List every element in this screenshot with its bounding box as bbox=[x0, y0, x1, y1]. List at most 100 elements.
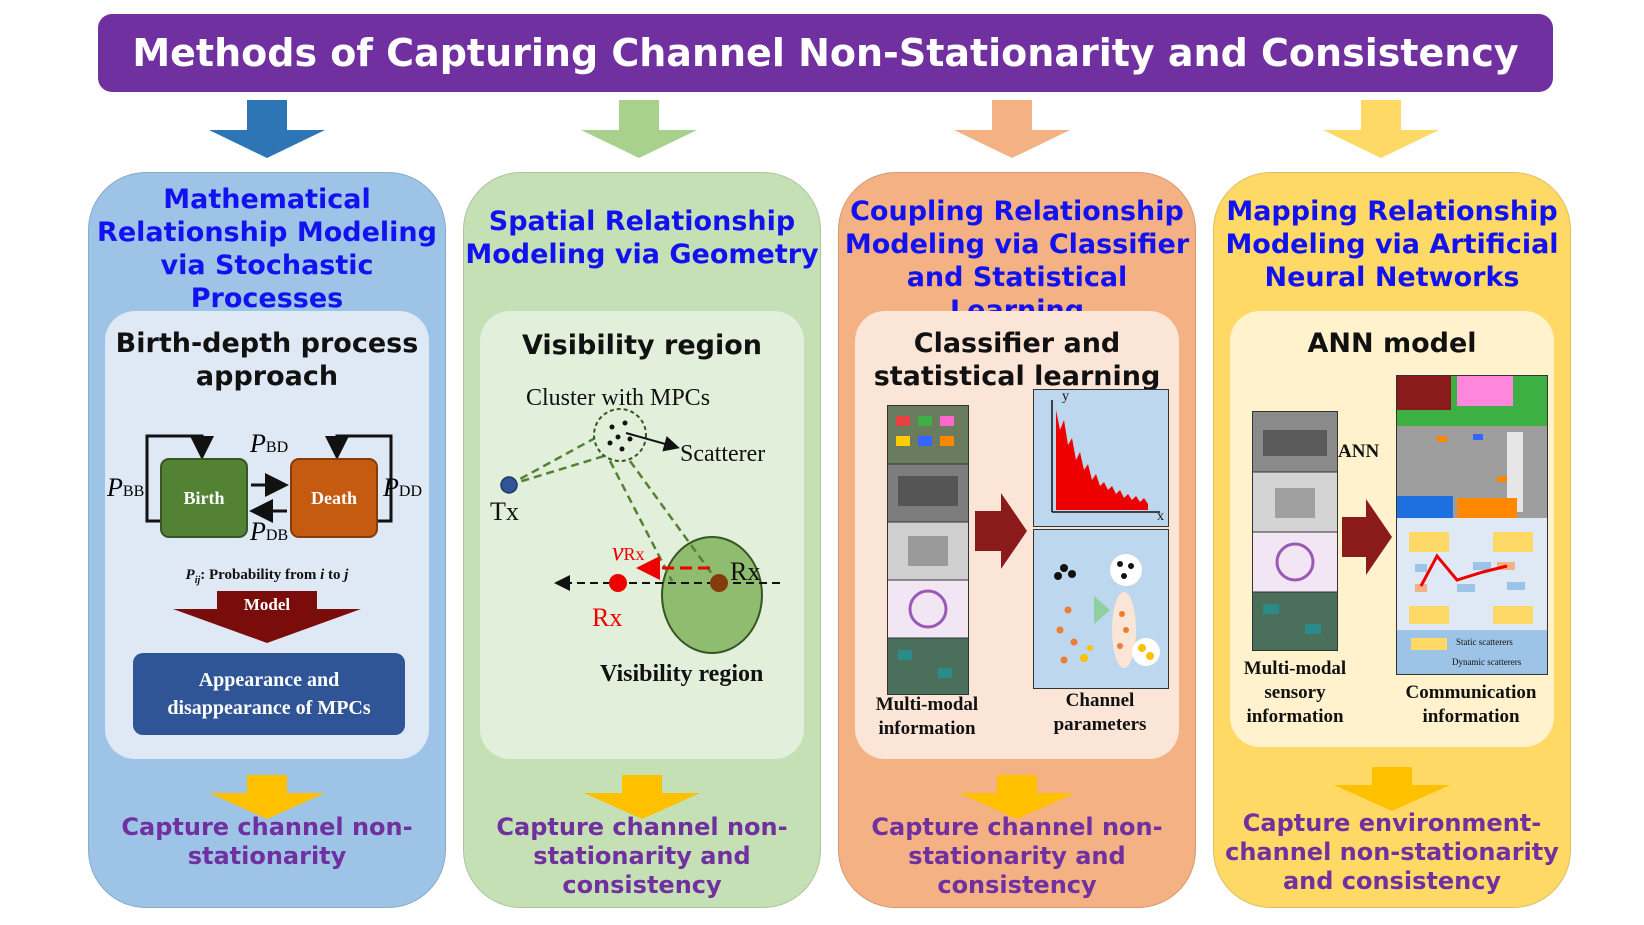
panel-title-line: Neural Networks bbox=[1264, 262, 1520, 293]
caption-line: Multi-modal bbox=[875, 694, 979, 715]
panel-title: Mathematical Relationship Modeling via S… bbox=[89, 183, 445, 315]
p-subscript: DB bbox=[265, 527, 289, 544]
p-symbol: P bbox=[107, 473, 123, 502]
p-subscript: DD bbox=[398, 483, 422, 500]
caption-line: Communication bbox=[1405, 682, 1537, 703]
velocity-symbol: v bbox=[612, 537, 624, 566]
bottom-caption: Capture channel non- stationarity and co… bbox=[839, 813, 1195, 900]
p-symbol: P bbox=[250, 429, 266, 458]
bottom-line: consistency bbox=[937, 871, 1097, 899]
p-bb-label: PBB bbox=[107, 473, 144, 503]
cluster-plot bbox=[1033, 529, 1169, 689]
p-symbol: P bbox=[383, 473, 399, 502]
panel-title-line: Mathematical bbox=[163, 184, 371, 215]
caption-line: information bbox=[878, 718, 976, 739]
multimodal-image-strip bbox=[887, 405, 969, 695]
prob-text: : Probability from bbox=[200, 567, 321, 583]
scatterer-label: Scatterer bbox=[680, 441, 766, 467]
communication-image bbox=[1396, 375, 1548, 675]
rx-dark-label: Rx bbox=[730, 557, 761, 586]
panel-geometry: Spatial Relationship Modeling via Geomet… bbox=[463, 172, 821, 908]
p-bd-label: PBD bbox=[250, 429, 288, 459]
inner-title: Classifier and statistical learning bbox=[855, 327, 1179, 393]
sensor-images bbox=[888, 406, 968, 694]
caption-line: sensory bbox=[1264, 682, 1326, 703]
clustering-icon bbox=[1054, 554, 1160, 668]
inner-title: Visibility region bbox=[480, 329, 804, 362]
p-db-label: PDB bbox=[250, 517, 288, 547]
visibility-diagram bbox=[500, 408, 780, 654]
inner-title: ANN model bbox=[1230, 327, 1554, 360]
banner-title: Methods of Capturing Channel Non-Station… bbox=[98, 14, 1553, 92]
model-label: Model bbox=[243, 595, 291, 614]
bottom-line: Capture channel non- bbox=[496, 813, 788, 841]
inner-title-line: Visibility region bbox=[522, 330, 762, 361]
p-symbol: P bbox=[250, 517, 266, 546]
scene-map-icon bbox=[1397, 376, 1547, 674]
tx-label: Tx bbox=[490, 497, 519, 526]
bottom-line: stationarity bbox=[187, 842, 347, 870]
ann-label: ANN bbox=[1338, 441, 1380, 462]
panel-title-line: Coupling Relationship bbox=[850, 196, 1184, 227]
panel-title-line: Modeling via Geometry bbox=[465, 239, 819, 270]
birth-death-diagram bbox=[145, 434, 393, 538]
panel-title-line: Relationship Modeling bbox=[97, 217, 437, 248]
arrow-down-icon bbox=[209, 100, 325, 158]
channel-caption: Channel parameters bbox=[1033, 689, 1167, 737]
sensor-images bbox=[1253, 412, 1337, 650]
prob-i: i bbox=[320, 567, 325, 583]
arrow-down-icon bbox=[1323, 100, 1439, 158]
panel-title: Spatial Relationship Modeling via Geomet… bbox=[464, 205, 820, 271]
velocity-subscript: Rx bbox=[623, 544, 645, 564]
caption-line: Channel bbox=[1065, 690, 1135, 711]
bottom-line: Capture channel non- bbox=[871, 813, 1163, 841]
caption-line: parameters bbox=[1053, 714, 1147, 735]
multimodal-caption: Multi-modal information bbox=[861, 693, 993, 741]
bottom-line: and consistency bbox=[1282, 867, 1502, 895]
arrow-down-icon bbox=[954, 100, 1070, 158]
axis-x-label: x bbox=[1157, 509, 1164, 524]
inner-card: Visibility region bbox=[480, 311, 804, 759]
inner-title-line: statistical learning bbox=[873, 361, 1161, 392]
p-subscript: BD bbox=[265, 439, 289, 456]
inner-card: ANN model ANN bbox=[1230, 311, 1554, 747]
communication-caption: Communication information bbox=[1390, 681, 1552, 729]
p-dd-label: PDD bbox=[383, 473, 422, 503]
caption-line: information bbox=[1422, 706, 1520, 727]
static-scatterers-label: Static scatterers bbox=[1456, 637, 1513, 647]
dynamic-scatterers-label: Dynamic scatterers bbox=[1452, 657, 1522, 667]
decay-plot-icon bbox=[1051, 400, 1160, 513]
probability-note: Pij: Probability from i to j bbox=[105, 567, 429, 586]
caption-line: Multi-modal bbox=[1243, 658, 1347, 679]
bottom-caption: Capture channel non- stationarity and co… bbox=[464, 813, 820, 900]
result-line: Appearance and bbox=[198, 669, 340, 691]
result-box: Appearance and disappearance of MPCs bbox=[133, 653, 405, 735]
bottom-caption: Capture channel non- stationarity bbox=[89, 813, 445, 871]
axis-y-label: y bbox=[1062, 389, 1069, 404]
inner-card: Classifier and statistical learning bbox=[855, 311, 1179, 759]
panel-classifier: Coupling Relationship Modeling via Class… bbox=[838, 172, 1196, 908]
result-line: disappearance of MPCs bbox=[167, 697, 371, 719]
panel-title-line: Spatial Relationship bbox=[488, 206, 796, 237]
arrow-down-icon bbox=[584, 775, 700, 819]
top-arrows bbox=[209, 100, 1439, 158]
bottom-line: stationarity and bbox=[533, 842, 751, 870]
panel-stochastic: Mathematical Relationship Modeling via S… bbox=[88, 172, 446, 908]
prob-subscript: ij bbox=[194, 575, 201, 586]
bottom-line: channel non-stationarity bbox=[1225, 838, 1559, 866]
prob-to: to bbox=[324, 567, 345, 583]
birth-state: Birth bbox=[183, 488, 225, 508]
prob-j: j bbox=[344, 567, 349, 583]
panel-ann: Mapping Relationship Modeling via Artifi… bbox=[1213, 172, 1571, 908]
big-arrow-icon bbox=[1342, 499, 1392, 575]
arrow-down-icon bbox=[581, 100, 697, 158]
panel-title: Mapping Relationship Modeling via Artifi… bbox=[1214, 195, 1570, 294]
sensory-caption: Multi-modal sensory information bbox=[1230, 657, 1360, 729]
velocity-label: vRx bbox=[612, 537, 645, 567]
death-state: Death bbox=[311, 488, 357, 508]
panel-title-line: Modeling via Classifier bbox=[844, 229, 1190, 260]
panel-title: Coupling Relationship Modeling via Class… bbox=[839, 195, 1195, 327]
arrow-down-icon bbox=[209, 775, 325, 819]
result-text: Appearance and disappearance of MPCs bbox=[133, 653, 405, 722]
inner-title-line: Classifier and bbox=[913, 328, 1121, 359]
